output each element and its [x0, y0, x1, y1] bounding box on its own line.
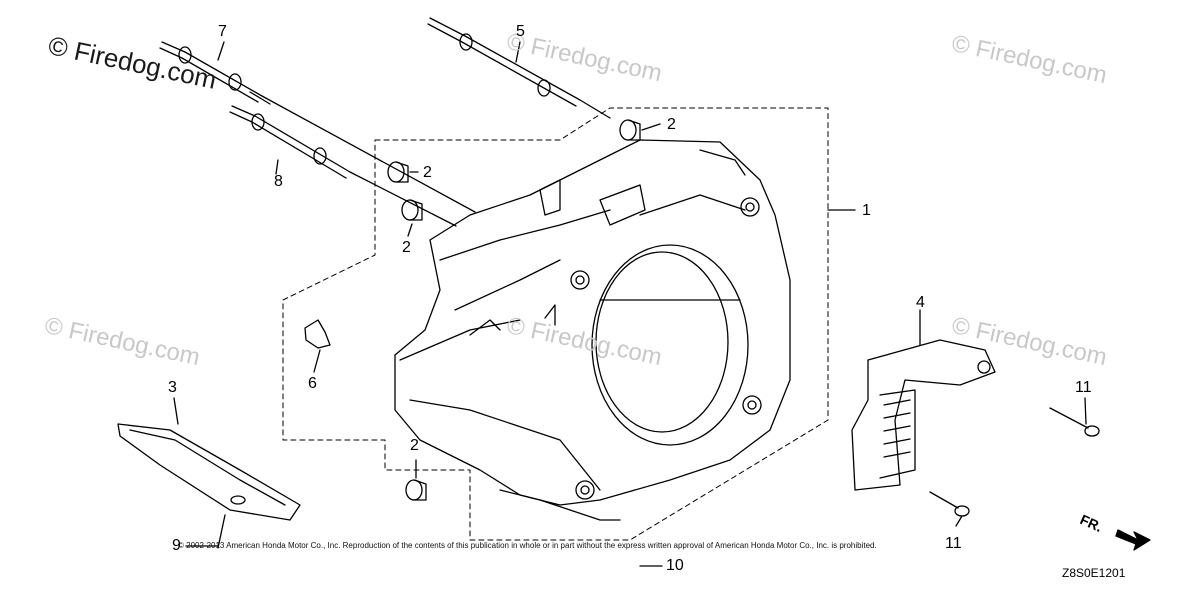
callout-9: 9: [172, 537, 181, 554]
callout-2-lower: 2: [402, 239, 411, 256]
callout-4: 4: [916, 294, 925, 311]
guard-4: [851, 339, 996, 491]
diagram-code: Z8S0E1201: [1062, 566, 1126, 580]
front-direction-arrow: [1115, 529, 1151, 551]
cover-3: [117, 423, 301, 549]
assembly-boundary: [282, 107, 829, 541]
callout-2-bottom: 2: [410, 437, 419, 454]
callout-11-lower: 11: [945, 535, 962, 552]
bolt-5: [427, 17, 611, 119]
collar-2-bottom: [405, 479, 427, 501]
screw-11-upper: [1049, 407, 1100, 437]
copyright-notice: © 2002-2013 American Honda Motor Co., In…: [178, 541, 877, 550]
callout-1: 1: [862, 202, 871, 219]
fan-cover: [394, 139, 791, 521]
callout-11-upper: 11: [1075, 379, 1092, 396]
callout-7: 7: [218, 23, 227, 40]
callout-5: 5: [516, 23, 525, 40]
collar-2-mid-a: [387, 161, 409, 183]
callout-3: 3: [168, 379, 177, 396]
callout-2-top: 2: [667, 116, 676, 133]
callout-6: 6: [308, 375, 317, 392]
collar-2-top: [619, 119, 641, 141]
bolt-7: [159, 41, 476, 213]
collar-2-mid-b: [401, 199, 423, 221]
clip-6: [304, 319, 331, 349]
callout-10: 10: [666, 557, 684, 574]
callout-8: 8: [274, 173, 283, 190]
callout-2-mid: 2: [423, 164, 432, 181]
bolt-8: [229, 105, 457, 227]
screw-11-lower: [929, 491, 970, 517]
